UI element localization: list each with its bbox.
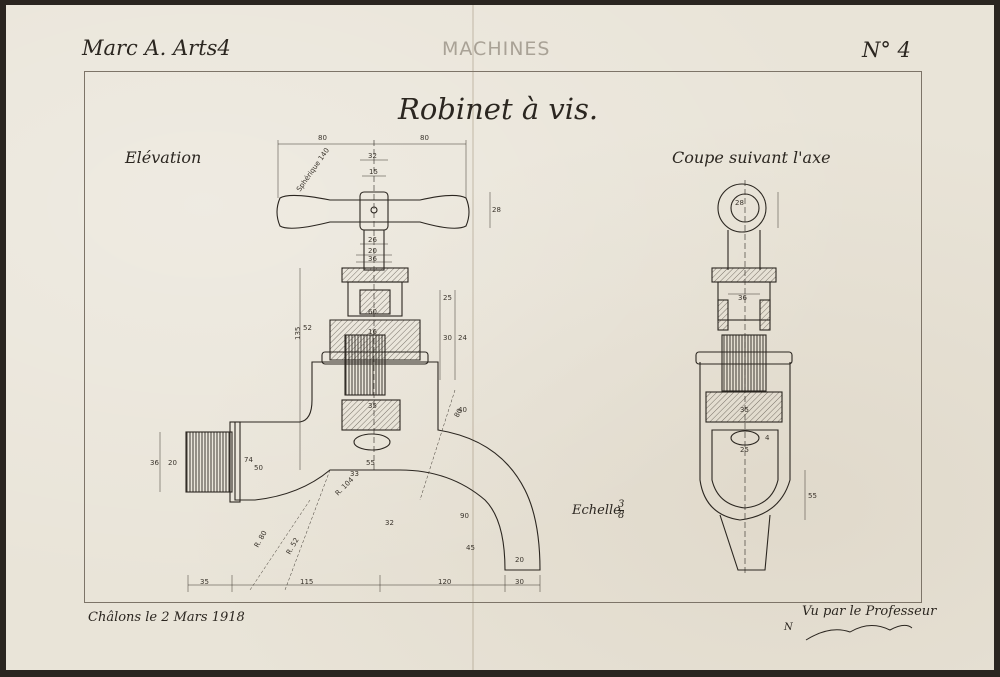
gland-inner <box>359 289 391 315</box>
header-right-label: N° 4 <box>862 38 911 62</box>
scale-label: Echelle <box>572 503 621 518</box>
section-label: Coupe suivant l'axe <box>672 148 831 167</box>
elevation-label: Elévation <box>125 148 202 167</box>
signature-mark: N <box>783 622 794 633</box>
dim-45: 45 <box>466 544 475 552</box>
dim-80-left: 80 <box>318 134 327 142</box>
section-spout <box>719 514 771 571</box>
sec-dim-55: 55 <box>808 492 817 500</box>
drawing-frame <box>84 71 922 603</box>
section-body <box>699 362 791 521</box>
valve-disc <box>341 399 401 431</box>
handle-bar <box>276 194 470 229</box>
dim-20-side: 20 <box>168 459 177 467</box>
sec-dim-28: 28 <box>735 199 744 207</box>
drawing-sheet <box>6 5 994 670</box>
dim-r80: R. 80 <box>253 529 269 549</box>
signature: N <box>783 622 913 641</box>
dim-r104: R. 104 <box>334 476 356 498</box>
dim-b35: 35 <box>200 578 209 586</box>
dim-40: 40 <box>458 406 467 414</box>
section-gland-nut <box>711 267 777 283</box>
dim-15: 15 <box>369 168 378 176</box>
dim-26: 26 <box>368 236 377 244</box>
dim-35-body: 35 <box>368 402 377 410</box>
dim-30: 30 <box>443 334 452 342</box>
gland <box>347 281 403 317</box>
valve-body <box>234 361 541 571</box>
dim-135: 135 <box>294 327 302 340</box>
dim-b120: 120 <box>438 578 451 586</box>
spherical-note: Sphérique 140 <box>295 147 331 194</box>
dim-r52: R. 52 <box>285 536 301 556</box>
section-view <box>695 180 793 575</box>
sec-dim-4: 4 <box>765 434 770 442</box>
dim-80-right: 80 <box>420 134 429 142</box>
sec-dim-36: 36 <box>738 294 747 302</box>
sec-dim-25: 25 <box>740 446 749 454</box>
dim-b30: 30 <box>515 578 524 586</box>
screw-thread <box>344 334 386 396</box>
dim-b115: 115 <box>300 578 313 586</box>
dim-60: 60 <box>368 308 377 316</box>
dim-52: 52 <box>303 324 312 332</box>
dim-74: 74 <box>244 456 253 464</box>
dim-32-spout: 32 <box>385 519 394 527</box>
header-center-label: MACHINES <box>442 38 551 60</box>
dim-25: 25 <box>443 294 452 302</box>
dim-20-spout: 20 <box>515 556 524 564</box>
paper-fold <box>472 5 474 670</box>
section-dimension-labels: 28 36 35 25 4 55 <box>735 199 817 500</box>
dim-55: 55 <box>366 459 375 467</box>
drawing-title: Robinet à vis. <box>398 92 599 126</box>
dim-36: 36 <box>368 255 377 263</box>
sec-dim-35: 35 <box>740 406 749 414</box>
elevation-view <box>185 140 541 571</box>
inlet-thread <box>185 431 233 493</box>
dim-20: 20 <box>368 247 377 255</box>
dim-33: 33 <box>350 470 359 478</box>
dim-16: 16 <box>368 328 377 336</box>
header-left-label: Marc A. Arts4 <box>82 36 231 60</box>
dim-32: 32 <box>368 152 377 160</box>
dim-80-diag: 80 <box>453 407 464 419</box>
place-date-label: Châlons le 2 Mars 1918 <box>88 610 245 625</box>
section-thread <box>721 334 767 392</box>
elevation-dimension-lines <box>159 140 541 592</box>
dim-24: 24 <box>458 334 467 342</box>
scale-numerator: 3 <box>618 499 625 511</box>
dim-50: 50 <box>254 464 263 472</box>
section-dimension-lines <box>728 192 806 520</box>
section-handle-eye <box>717 183 767 233</box>
dim-36-side: 36 <box>150 459 159 467</box>
approval-label: Vu par le Professeur <box>802 604 937 619</box>
inlet-collar <box>229 421 241 503</box>
scale-fraction: 3 8 <box>618 499 625 521</box>
scale-denominator: 8 <box>618 510 625 521</box>
gland-nut <box>341 267 409 283</box>
section-disc <box>705 391 783 423</box>
dim-28-handle: 28 <box>492 206 501 214</box>
valve-seat <box>353 433 391 451</box>
dim-90: 90 <box>460 512 469 520</box>
